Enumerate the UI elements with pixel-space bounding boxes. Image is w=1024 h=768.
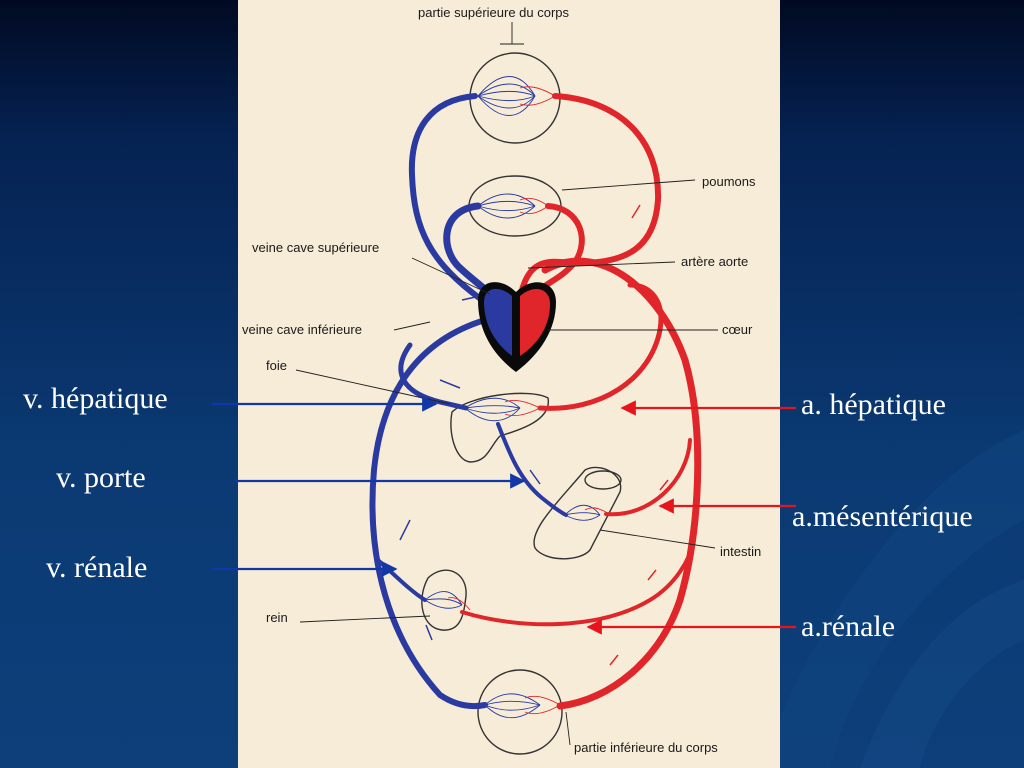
vein-portal xyxy=(496,422,568,517)
label-kidney: rein xyxy=(266,610,288,625)
label-superior-vena-cava: veine cave supérieure xyxy=(252,240,379,255)
pointer-arrows xyxy=(212,396,796,635)
artery-upper-body xyxy=(519,93,662,293)
label-mesenteric-artery: a.mésentérique xyxy=(792,500,973,533)
label-hepatic-artery: a. hépatique xyxy=(801,388,946,421)
label-portal-vein: v. porte xyxy=(56,461,146,494)
label-upper-body: partie supérieure du corps xyxy=(418,5,570,20)
capillaries xyxy=(424,76,607,719)
heart-graphic xyxy=(478,282,556,372)
artery-aorta xyxy=(541,257,702,710)
artery-mesenteric xyxy=(604,438,692,517)
label-lungs: poumons xyxy=(702,174,756,189)
intestine-opening xyxy=(584,470,622,490)
artery-hepatic xyxy=(537,282,664,411)
label-hepatic-vein: v. hépatique xyxy=(23,382,168,415)
label-liver: foie xyxy=(266,358,287,373)
arteries xyxy=(460,93,702,710)
label-lower-body: partie inférieure du corps xyxy=(574,740,718,755)
label-renal-artery: a.rénale xyxy=(801,610,896,643)
label-inferior-vena-cava: veine cave inférieure xyxy=(242,322,362,337)
lower-body-organ xyxy=(477,669,563,755)
kidney-organ xyxy=(421,569,467,631)
vein-inferior-cava xyxy=(369,317,488,710)
label-intestine: intestin xyxy=(720,544,761,559)
label-aorta: artère aorte xyxy=(681,254,748,269)
label-heart: cœur xyxy=(722,322,753,337)
artery-renal xyxy=(460,538,696,627)
label-renal-vein: v. rénale xyxy=(46,551,148,584)
intestine-organ xyxy=(533,466,622,560)
flow-arrows xyxy=(399,159,669,666)
